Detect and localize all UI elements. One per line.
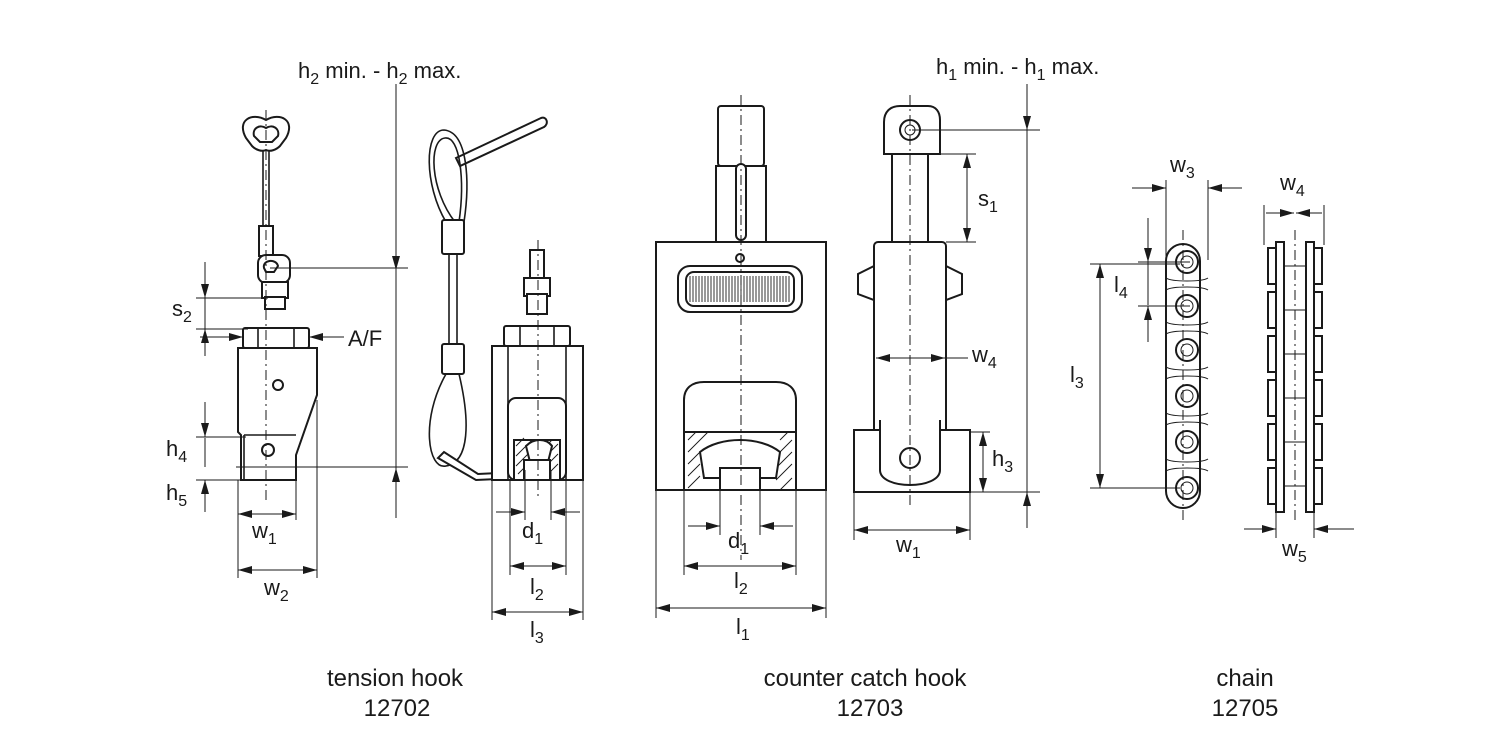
label-w1-counter: w1 (895, 532, 921, 562)
label-l3-chain: l3 (1070, 362, 1084, 392)
chain-pin (1180, 435, 1194, 449)
chain-link-edge (1165, 286, 1209, 291)
label-w4-counter: w4 (971, 342, 997, 372)
chain-outer-plate (1313, 291, 1323, 329)
chain-outer-plate (1267, 467, 1277, 505)
knurl-texture (689, 276, 790, 302)
captions: tension hook 12702 counter catch hook 12… (327, 665, 1278, 722)
chain-link-edge (1165, 412, 1209, 417)
chain-front-view (1165, 243, 1209, 509)
dimension-lines (196, 84, 1354, 620)
chain-link-edge (1165, 421, 1209, 426)
caption-chain-code: 12705 (1212, 695, 1279, 722)
chain-outer-plate (1313, 247, 1323, 285)
centerlines (265, 95, 1296, 560)
caption-chain-name: chain (1216, 665, 1273, 692)
chain-side-plates (1267, 247, 1323, 505)
chain-outer-plate (1267, 423, 1277, 461)
label-w2: w2 (263, 575, 289, 605)
chain-outer-plate (1267, 247, 1277, 285)
chain-outer-plate (1313, 423, 1323, 461)
label-l2-tension: l2 (530, 574, 544, 604)
label-w3: w3 (1169, 152, 1195, 182)
label-d1-tension: d1 (522, 518, 543, 548)
label-s1: s1 (978, 186, 998, 216)
label-h5: h5 (166, 480, 187, 510)
chain-outer-plate (1313, 379, 1323, 417)
chain-outer-plate (1267, 335, 1277, 373)
label-h4: h4 (166, 436, 187, 466)
chain-pin (1180, 389, 1194, 403)
label-l1: l1 (736, 614, 750, 644)
caption-counter-catch-hook-name: counter catch hook (764, 665, 968, 692)
label-s2: s2 (172, 296, 192, 326)
chain-roller (1175, 384, 1199, 408)
chain-side-view (1267, 241, 1323, 513)
chain-roller (1175, 430, 1199, 454)
label-h2-range: h2 min. - h2 max. (298, 58, 461, 88)
counter-catch-hook-side-view (853, 105, 971, 493)
label-h3: h3 (992, 446, 1013, 476)
tension-hook-front-view (237, 115, 318, 481)
chain-outer-plate (1267, 291, 1277, 329)
chain-outer-plate (1313, 467, 1323, 505)
chain-outer-plate (1313, 335, 1323, 373)
chain-pin (1180, 343, 1194, 357)
tension-hook-side-view (428, 116, 584, 482)
chain-link-edge (1165, 458, 1209, 463)
label-af: A/F (348, 326, 382, 351)
label-h1-range: h1 min. - h1 max. (936, 54, 1099, 84)
label-w5: w5 (1281, 536, 1307, 566)
caption-counter-catch-hook-code: 12703 (837, 695, 904, 722)
label-l3-tension: l3 (530, 617, 544, 647)
caption-tension-hook-code: 12702 (364, 695, 431, 722)
chain-link-edge (1165, 321, 1209, 326)
chain-link-edge (1165, 366, 1209, 371)
chain-link-edge (1165, 330, 1209, 335)
chain-link-edge (1165, 375, 1209, 380)
label-w4-chain: w4 (1279, 170, 1305, 200)
label-d1-counter: d1 (728, 528, 749, 558)
chain-outer-plate (1267, 379, 1277, 417)
label-l2-counter: l2 (734, 568, 748, 598)
label-w1-tension: w1 (251, 518, 277, 548)
chain-link-edge (1165, 277, 1209, 282)
chain-pin (1180, 481, 1194, 495)
label-l4: l4 (1114, 272, 1128, 302)
chain-roller (1175, 338, 1199, 362)
caption-tension-hook-name: tension hook (327, 665, 464, 692)
dimension-labels: h2 min. - h2 max. h1 min. - h1 max. A/F … (166, 54, 1307, 647)
chain-link-edge (1165, 467, 1209, 472)
